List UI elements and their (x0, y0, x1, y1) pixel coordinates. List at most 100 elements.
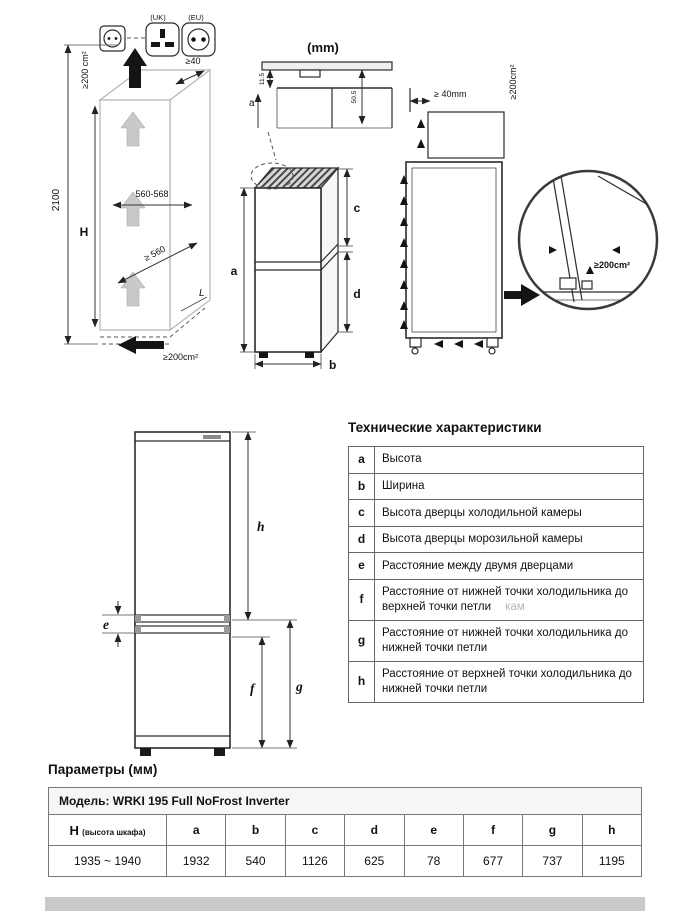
params-model-row: Модель: WRKI 195 Full NoFrost Inverter (48, 787, 642, 815)
params-values-row: 1935 ~ 1940 1932 540 1126 625 78 677 737… (48, 845, 643, 877)
params-section: Параметры (мм) Модель: WRKI 195 Full NoF… (48, 762, 643, 877)
params-table: Модель: WRKI 195 Full NoFrost Inverter H… (48, 787, 643, 877)
hinge-detail-circle: ≥200cm² (517, 169, 659, 311)
params-value-d: 625 (344, 845, 405, 877)
spec-row-d: d Высота дверцы морозильной камеры (348, 525, 644, 554)
params-value-f: 677 (462, 845, 524, 877)
rear-clearance-diagram: ≥ 40mm ≥200cm² (400, 65, 540, 355)
vent-bottom-label: ≥200cm² (163, 352, 198, 362)
front-dimensions-diagram: e h f g (102, 431, 303, 756)
cabinet-height-label: 2100 (51, 188, 62, 211)
detail-vent-label: ≥200cm² (594, 260, 630, 270)
spec-desc: Высота дверцы холодильной камеры (374, 499, 644, 527)
dim-f-label: f (250, 681, 256, 696)
spec-desc-text: Расстояние от нижней точки холодильника … (382, 585, 629, 613)
dim-a-label: a (231, 264, 238, 278)
spec-row-c: c Высота дверцы холодильной камеры (348, 499, 644, 527)
spec-key: b (348, 472, 375, 501)
params-col-b: b (225, 814, 286, 846)
fridge-foot (140, 748, 151, 756)
spec-desc-faint: кам (505, 600, 525, 613)
rear-vent-label: ≥200cm² (508, 65, 518, 100)
front-dimension-lines: e h f g (102, 431, 303, 749)
spec-desc: Расстояние от нижней точки холодильника … (374, 578, 644, 621)
spec-table: a Высота b Ширина c Высота дверцы холоди… (348, 446, 644, 703)
params-value-c: 1126 (284, 845, 346, 877)
spec-desc: Расстояние от верхней точки холодильника… (374, 660, 644, 703)
spec-desc: Ширина (374, 472, 644, 501)
spec-desc: Расстояние от нижней точки холодильника … (374, 619, 644, 662)
params-col-h2: h (581, 814, 643, 846)
cabinet-niche-diagram: ≥200 cm² 2100 H ≥40 560-568 ≥ 560 L ≥200… (51, 44, 212, 362)
params-value-h2: 1195 (581, 845, 643, 877)
spec-desc: Расстояние между двумя дверцами (374, 552, 644, 580)
params-header-row: H (высота шкафа) a b c d e f g h (48, 814, 643, 846)
niche-height-label: H (80, 225, 89, 239)
spec-key: f (348, 578, 375, 621)
detail-pointer-arrow (504, 284, 540, 306)
dim-h-label: h (257, 519, 265, 534)
fridge-front-outline (134, 431, 231, 756)
params-col-h: H (высота шкафа) (48, 814, 167, 846)
params-col-a: a (165, 814, 227, 846)
top-gap-label: ≥40 (186, 56, 201, 66)
rear-gap-label: ≥ 40mm (434, 89, 466, 99)
page-footer-bar (45, 897, 645, 911)
vent-top-label: ≥200 cm² (80, 51, 90, 88)
spec-desc: Высота (374, 446, 644, 474)
spec-key: d (348, 525, 375, 554)
spec-key: a (348, 446, 375, 474)
rear-airflow-triangles (400, 119, 483, 348)
eu-plug-label: (EU) (188, 13, 204, 22)
params-value-e: 78 (403, 845, 464, 877)
bottom-vent-arrow (118, 336, 164, 354)
uk-plug-label: (UK) (150, 13, 166, 22)
spec-key: e (348, 552, 375, 580)
params-title: Параметры (мм) (48, 762, 158, 777)
dim-b-label: b (329, 358, 336, 372)
params-col-h-sub: (высота шкафа) (82, 827, 146, 837)
hinge-50-5-label: 50.5 (351, 90, 358, 103)
spec-row-f: f Расстояние от нижней точки холодильник… (348, 578, 644, 621)
params-col-f: f (462, 814, 524, 846)
eu-plug-icon: (EU) (181, 13, 216, 57)
params-col-d: d (344, 814, 405, 846)
depth-l-label: L (199, 288, 205, 299)
spec-table-title: Технические характеристики (348, 420, 542, 435)
fridge-foot (214, 748, 225, 756)
params-col-h-main: H (69, 822, 79, 838)
params-value-h: 1935 ~ 1940 (48, 845, 167, 877)
height-ref-a-label: a (249, 98, 255, 109)
door-handle (203, 435, 221, 439)
units-label: (mm) (307, 40, 339, 55)
spec-key: h (348, 660, 375, 703)
fridge-isometric-diagram: a c d b (231, 162, 361, 372)
spec-key: g (348, 619, 375, 662)
spec-table-section: Технические характеристики a Высота b Ши… (348, 420, 644, 703)
niche-width-label: 560-568 (135, 189, 168, 199)
spec-row-a: a Высота (348, 446, 644, 474)
spec-row-h: h Расстояние от верхней точки холодильни… (348, 660, 644, 703)
params-col-c: c (284, 814, 346, 846)
power-socket-icon (99, 25, 126, 52)
spec-desc: Высота дверцы морозильной камеры (374, 525, 644, 554)
params-value-b: 540 (225, 845, 286, 877)
spec-row-e: e Расстояние между двумя дверцами (348, 552, 644, 580)
uk-plug-icon: (UK) (145, 13, 180, 57)
params-col-g: g (522, 814, 583, 846)
dim-e-label: e (103, 617, 109, 632)
spec-row-g: g Расстояние от нижней точки холодильник… (348, 619, 644, 662)
spec-row-b: b Ширина (348, 472, 644, 501)
dim-d-label: d (353, 287, 360, 301)
params-value-a: 1932 (165, 845, 227, 877)
dim-c-label: c (354, 201, 361, 215)
gap-11-5-label: 11.5 (259, 73, 266, 86)
params-value-g: 737 (522, 845, 583, 877)
top-vent-arrow (123, 48, 147, 88)
params-col-e: e (403, 814, 464, 846)
top-clearance-detail: (mm) 11.5 50.5 a (249, 40, 393, 161)
dim-g-label: g (295, 679, 303, 694)
detail-callout-circle (250, 162, 294, 190)
model-label: Модель: WRKI 195 Full NoFrost Inverter (48, 787, 642, 815)
